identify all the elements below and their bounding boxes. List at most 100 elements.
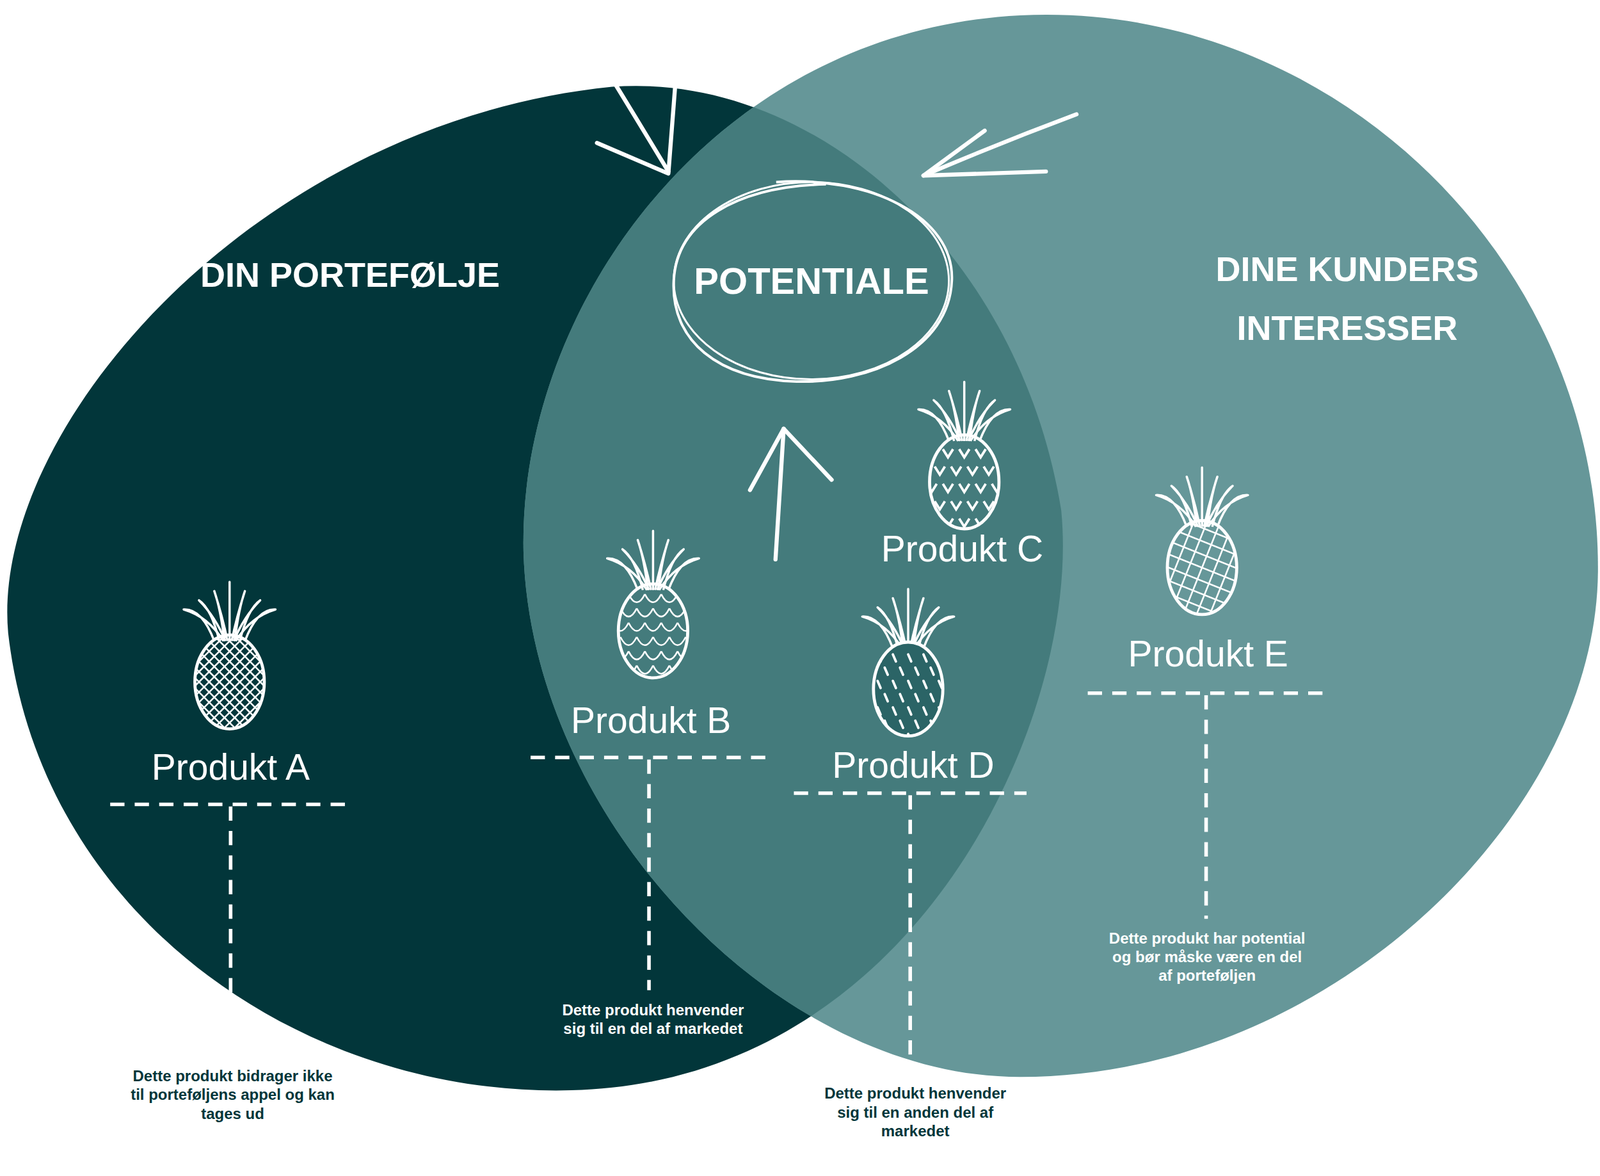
hatch-stroke [178, 630, 281, 733]
region-title: DINE KUNDERS INTERESSER [1168, 240, 1527, 358]
hatch-stroke [188, 630, 291, 733]
pineapple-leaf [892, 597, 907, 648]
dash-stroke [908, 707, 912, 715]
vee-stroke [959, 449, 970, 458]
dash-stroke [892, 680, 896, 688]
dash-stroke [892, 654, 896, 662]
scale-stroke [645, 593, 662, 603]
dash-stroke [923, 707, 927, 715]
grid-stroke [1150, 480, 1253, 522]
scale-stroke [645, 650, 662, 660]
vee-stroke [992, 449, 1003, 458]
scale-stroke [677, 679, 695, 688]
dash-stroke [908, 680, 912, 688]
vee-stroke [951, 466, 962, 475]
scale-stroke [612, 622, 630, 632]
scale-stroke [628, 593, 646, 603]
dash-stroke [877, 680, 881, 688]
scale-stroke [661, 650, 678, 660]
ellipse-stroke [673, 181, 953, 382]
vee-stroke [926, 449, 937, 458]
scale-stroke [661, 679, 678, 688]
scale-stroke [604, 608, 621, 617]
pineapple-body [929, 434, 999, 529]
dash-stroke [930, 667, 934, 675]
hatch-stroke [219, 630, 322, 733]
scale-stroke [685, 608, 703, 617]
scale-stroke [693, 622, 711, 632]
pineapple-leaf [963, 381, 966, 441]
grid-stroke [1150, 586, 1253, 628]
grid-stroke [1208, 516, 1250, 619]
pineapple [117, 581, 342, 733]
product-note: Dette produkt henvender sig til en del a… [550, 1000, 756, 1039]
vee-stroke [942, 449, 953, 458]
dash-stroke [938, 654, 943, 662]
scale-stroke [685, 665, 703, 674]
dash-stroke [938, 734, 943, 742]
pineapple-leaf [1200, 467, 1204, 527]
dash-stroke [908, 734, 912, 742]
vee-stroke [1000, 466, 1011, 475]
dash-stroke [884, 693, 888, 701]
scale-stroke [628, 622, 646, 632]
arrow-head [923, 130, 1046, 176]
vee-stroke [959, 483, 970, 493]
grid-stroke [1248, 516, 1289, 619]
pineapple-texture [877, 654, 950, 742]
dash-stroke [938, 680, 943, 688]
leader-line [530, 757, 766, 991]
product-name: Produkt E [1128, 632, 1289, 676]
dash-stroke [915, 720, 919, 728]
scale-stroke [628, 650, 646, 660]
pineapple-texture [926, 449, 1011, 527]
arrow-head [750, 428, 832, 491]
grid-stroke [1150, 520, 1253, 562]
pineapple-texture [595, 593, 719, 688]
pineapple-leaf [637, 540, 651, 591]
arrow-stroke [923, 114, 1077, 176]
dash-stroke [908, 654, 912, 662]
scale-stroke [661, 593, 678, 603]
vee-stroke [975, 449, 986, 458]
dash-stroke [923, 654, 927, 662]
pineapple [918, 381, 1010, 529]
scale-stroke [677, 622, 695, 632]
product-name: Produkt D [832, 744, 994, 787]
grid-stroke [1181, 516, 1223, 619]
hatch-stroke [229, 630, 332, 733]
dash-stroke [945, 667, 950, 675]
vee-stroke [926, 483, 937, 493]
scale-stroke [693, 593, 711, 603]
dash-stroke [877, 734, 881, 742]
pineapple [1115, 467, 1289, 655]
overlap-region [523, 14, 1599, 1077]
dashed-leaders [110, 693, 1323, 1074]
grid-stroke [1194, 516, 1236, 619]
pineapple-leaf [949, 391, 963, 441]
product-name: Produkt B [570, 699, 731, 742]
dash-stroke [899, 720, 904, 728]
pineapple [862, 588, 954, 742]
scale-stroke [595, 679, 613, 688]
scale-stroke [595, 650, 613, 660]
hatch-stroke [240, 630, 342, 733]
dash-stroke [915, 693, 919, 701]
grid-stroke [1221, 516, 1263, 619]
scale-stroke [636, 608, 654, 617]
pineapple-leaf [1186, 476, 1200, 527]
scale-stroke [595, 593, 613, 603]
scale-stroke [693, 679, 711, 688]
product-name: Produkt A [151, 746, 310, 789]
leader-line [1088, 693, 1323, 919]
pineapple-leaf [906, 588, 910, 648]
vee-stroke [942, 483, 953, 493]
pineapple-body [618, 583, 688, 678]
arrow-stroke [775, 428, 784, 560]
scale-stroke [620, 665, 637, 674]
product-note: Dette produkt henvender sig til en anden… [812, 1083, 1018, 1140]
region-title: DIN PORTEFØLJE [126, 245, 575, 305]
dash-stroke [945, 720, 950, 728]
portfolio-region: DIN PORTEFØLJEPOTENTIALE [0, 86, 1062, 1092]
hatch-stroke [199, 630, 301, 733]
